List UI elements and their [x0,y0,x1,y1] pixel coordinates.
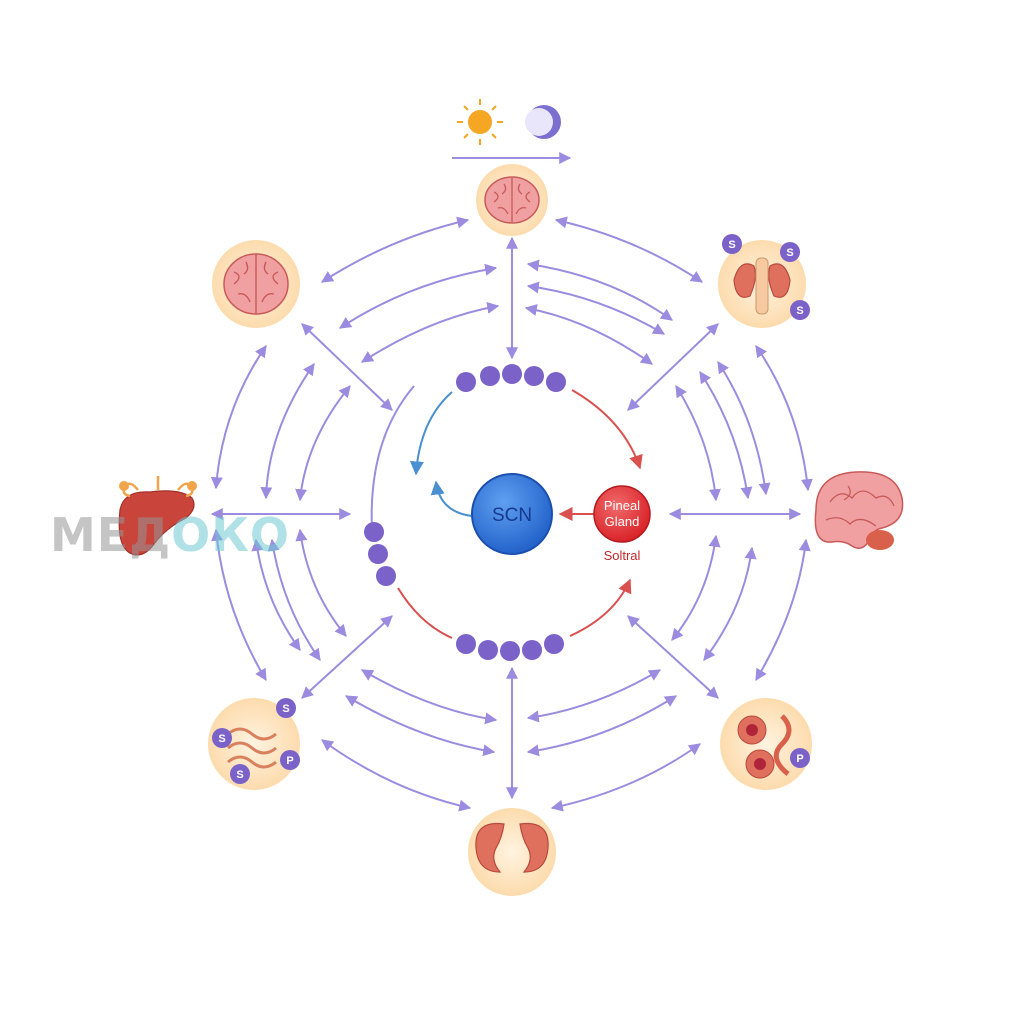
arc-br-5 [526,695,678,757]
moon-icon [525,105,561,139]
svg-text:S: S [728,239,735,251]
arc-br-4 [550,743,701,812]
kidneys-icon [468,808,556,896]
arc-tl-5 [260,363,315,500]
pineal-label-line1: Pineal [604,498,640,513]
watermark-tail: ОКО [171,508,290,562]
bead-bottom-3 [500,641,520,661]
bead-top-4 [524,366,544,386]
scn-label: SCN [492,505,532,526]
arc-bl-7 [360,669,498,725]
svg-text:S: S [218,733,225,745]
scn-node: SCN [471,473,553,555]
svg-text:S: S [796,305,803,317]
svg-text:S: S [786,247,793,259]
inner-arc-bottomleft [397,587,453,639]
arc-tl-2 [338,263,498,329]
thyroid-icon [718,240,806,328]
connection-arrows [210,152,813,812]
arc-tr-4 [524,304,653,365]
bead-top-1 [456,372,476,392]
arc-bl-5 [321,739,472,812]
arc-bl-3 [267,538,321,661]
arc-br-1 [755,538,811,682]
arc-bl-6 [344,695,496,757]
arc-tl-1 [320,216,470,283]
thyroid-badges: S S S [722,234,810,320]
bead-left-1 [364,522,384,542]
intestine-badges: S S S P [212,698,300,784]
clock-protein-beads [364,364,566,661]
cells-icon [720,698,812,790]
liver-icon [118,476,197,556]
inner-arc-red-bottom [569,578,632,637]
pineal-label-line2: Gland [605,514,640,529]
svg-text:P: P [796,753,803,765]
arrow-bottomleft-diag [301,615,393,699]
arc-tr-6 [717,360,771,496]
cells-badges: P [790,748,810,768]
arc-tr-8 [675,384,721,502]
bead-top-5 [546,372,566,392]
bead-top-3 [502,364,522,384]
bead-left-3 [376,566,396,586]
arrow-topright-diag [627,323,719,411]
arc-bl-1 [211,528,267,682]
scn-blue-input [430,480,473,517]
svg-text:P: P [286,755,293,767]
arc-tr-3 [526,281,666,335]
watermark: МЕДОКО [50,508,290,562]
inner-arc-red-top [571,389,643,470]
brain-side-icon [814,471,904,550]
watermark-main: МЕД [50,508,172,562]
svg-text:S: S [236,769,243,781]
bead-left-2 [368,544,388,564]
bead-bottom-5 [544,634,564,654]
arc-tr-1 [554,216,703,283]
bead-top-2 [480,366,500,386]
intestine-icon [208,698,300,790]
svg-text:S: S [282,703,289,715]
arc-tl-6 [295,385,351,502]
arc-tr-5 [755,345,813,492]
inner-arc-blue [409,391,453,476]
brain-top-icon [476,164,548,236]
inner-feedback-ring [370,385,643,639]
sun-icon [457,99,503,145]
arc-bl-4 [295,528,347,637]
pineal-sublabel: Soltral [604,548,641,563]
arc-br-6 [526,669,662,723]
arc-br-2 [703,546,757,661]
pineal-gland-node: Pineal Gland Soltral [593,485,651,563]
arc-tr-7 [699,370,753,500]
inner-arc-left [370,385,415,531]
arc-tr-2 [526,259,673,321]
arrow-bottomright-diag [627,615,719,699]
bead-bottom-2 [478,640,498,660]
bead-bottom-4 [522,640,542,660]
arrow-topleft-diag [301,323,393,411]
arc-br-3 [671,534,721,641]
brain-topleft-icon [212,240,300,328]
arc-tl-4 [210,345,267,490]
arc-tl-3 [360,301,500,363]
bead-bottom-1 [456,634,476,654]
